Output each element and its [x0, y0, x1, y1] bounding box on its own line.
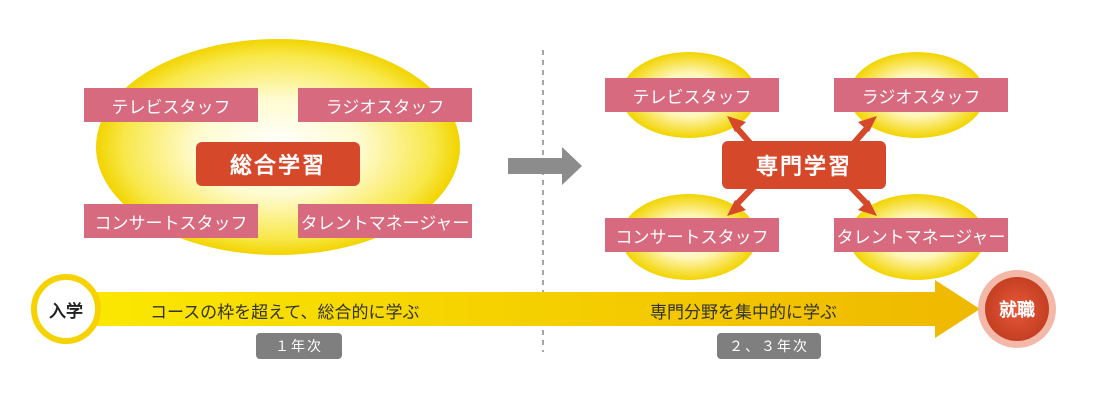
transition-arrow: [508, 147, 582, 185]
right-year-badge: ２、３年次: [717, 333, 821, 359]
right-box-talent-manager: タレントマネージャー: [834, 218, 1008, 252]
right-center-label: 専門学習: [722, 141, 886, 189]
left-year-badge: １年次: [256, 333, 342, 359]
end-circle: [985, 277, 1049, 341]
left-center-label: 総合学習: [196, 142, 360, 186]
end-label: 就職: [999, 300, 1035, 321]
right-box-tv-staff: テレビスタッフ: [605, 78, 779, 112]
start-label: 入学: [49, 301, 83, 322]
left-box-talent-manager: タレントマネージャー: [298, 204, 472, 238]
timeline-arrow: [82, 280, 980, 338]
right-box-concert-staff: コンサートスタッフ: [605, 218, 779, 252]
left-timeline-text: コースの枠を超えて、総合的に学ぶ: [150, 303, 420, 323]
start-circle: [31, 274, 101, 344]
left-box-radio-staff: ラジオスタッフ: [298, 88, 472, 122]
right-timeline-text: 専門分野を集中的に学ぶ: [650, 303, 837, 323]
right-box-radio-staff: ラジオスタッフ: [834, 78, 1008, 112]
left-box-concert-staff: コンサートスタッフ: [84, 204, 258, 238]
left-box-tv-staff: テレビスタッフ: [84, 88, 258, 122]
